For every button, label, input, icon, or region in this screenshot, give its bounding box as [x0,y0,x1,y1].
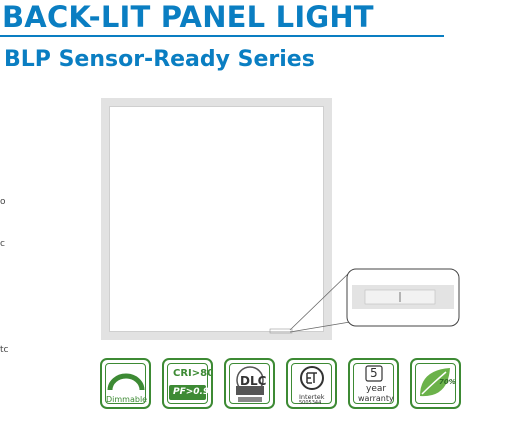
pf-label: PF>0.9 [173,387,210,397]
energy-saving-icon [420,368,450,397]
energy-saving-badge: 70% [410,358,461,409]
edge-text-fragment: tc [0,345,9,355]
warranty-years: 5 [370,366,378,380]
page-subtitle: BLP Sensor-Ready Series [4,47,315,72]
warranty-unit: year [366,384,387,394]
panel-light-image [101,98,332,340]
edge-text-fragment: o [0,197,6,207]
warranty-label: warranty [358,394,394,403]
warranty-icon [365,365,383,382]
dlc-badge: DLC [224,358,275,409]
edge-text-fragment: c [0,239,5,249]
dimmable-icon [107,373,145,391]
cri-pf-icon [169,385,206,400]
dimmable-label: Dimmable [106,395,148,404]
intertek-label: Intertek [299,393,325,401]
warranty-badge: 5 year warranty [348,358,399,409]
cri-label: CRI>80 [173,368,213,379]
title-rule [0,35,444,37]
page-title: BACK-LIT PANEL LIGHT [2,0,374,34]
intertek-number: 5005344 [299,400,322,406]
dlc-text: DLC [240,374,267,388]
cri-pf-badge: CRI>80 PF>0.9 [162,358,213,409]
panel-light-face [109,106,324,332]
energy-saving-percent: 70% [439,378,456,386]
etl-intertek-badge: Intertek 5005344 [286,358,337,409]
dlc-icon [236,366,264,402]
certification-badges: Dimmable CRI>80 PF>0.9 DLC Intertek 5005… [100,358,461,418]
dimmable-badge: Dimmable [100,358,151,409]
etl-icon [300,366,324,390]
